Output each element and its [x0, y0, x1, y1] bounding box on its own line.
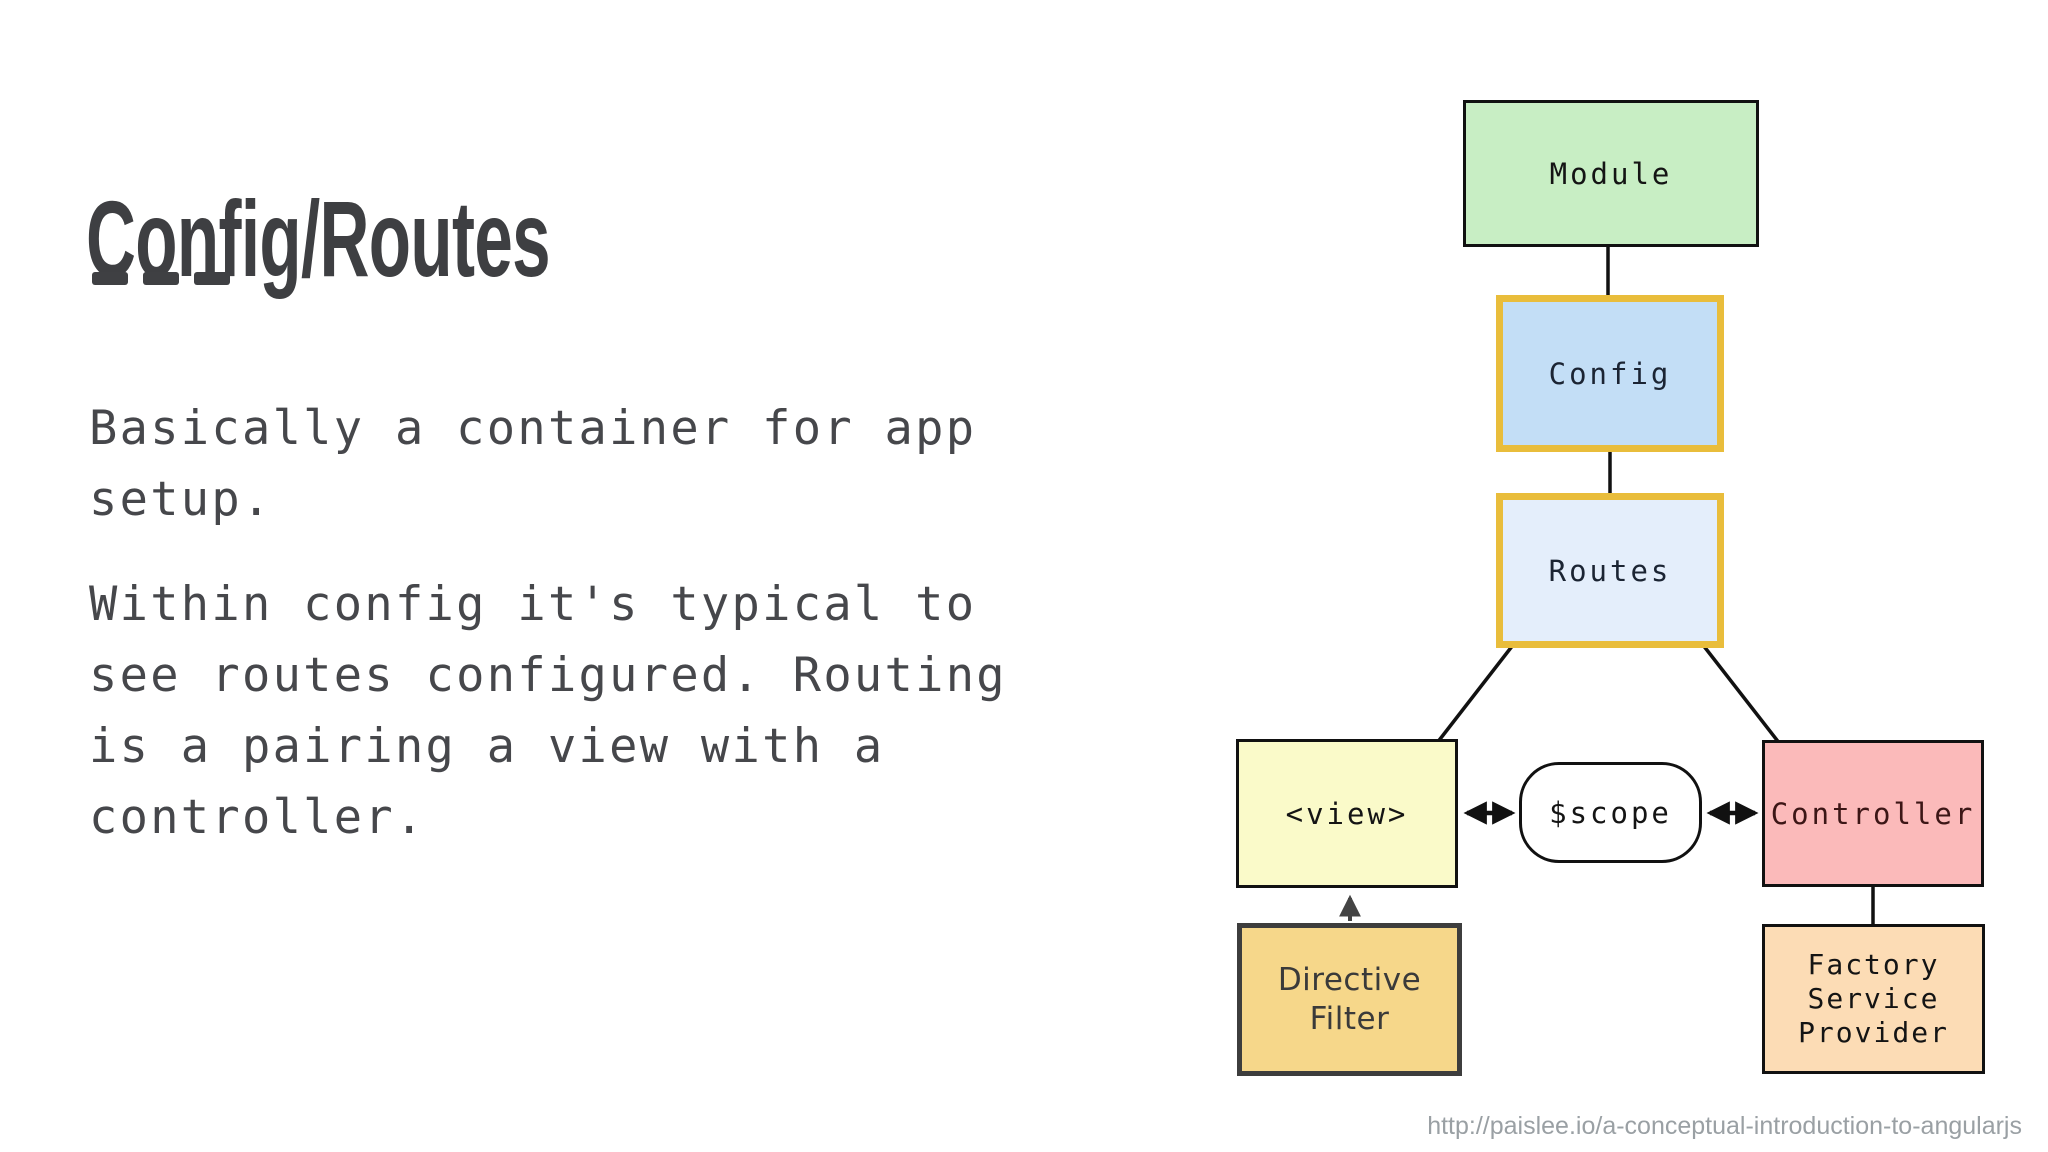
diagram-node-config: Config — [1496, 295, 1724, 452]
node-label: <view> — [1285, 796, 1409, 831]
node-label: Routes — [1548, 553, 1672, 588]
node-label: Directive Filter — [1277, 961, 1422, 1037]
diagram-node-view: <view> — [1236, 739, 1458, 888]
body-paragraph-2: Within config it's typical to see routes… — [89, 577, 1007, 845]
node-label: Module — [1549, 156, 1673, 191]
diagram-node-scope: $scope — [1519, 762, 1702, 863]
divider-dash — [92, 272, 128, 285]
diagram-node-routes: Routes — [1496, 493, 1724, 648]
divider-dash — [143, 272, 179, 285]
node-label: Controller — [1770, 796, 1976, 831]
node-label: Config — [1548, 356, 1672, 391]
edge-routes-view — [1435, 643, 1515, 745]
edge-routes-controller — [1701, 643, 1782, 746]
node-label: Factory Service Provider — [1798, 948, 1949, 1049]
divider-dash — [194, 272, 230, 285]
node-label: $scope — [1549, 795, 1672, 830]
diagram-node-directive-filter: Directive Filter — [1237, 923, 1462, 1076]
diagram-node-factory-service-provider: Factory Service Provider — [1762, 924, 1985, 1074]
source-url: http://paislee.io/a-conceptual-introduct… — [1427, 1112, 2022, 1140]
body-paragraph-1: Basically a container for app setup. — [89, 401, 977, 527]
title-divider — [92, 272, 230, 285]
diagram-node-module: Module — [1463, 100, 1759, 247]
diagram-node-controller: Controller — [1762, 740, 1984, 887]
